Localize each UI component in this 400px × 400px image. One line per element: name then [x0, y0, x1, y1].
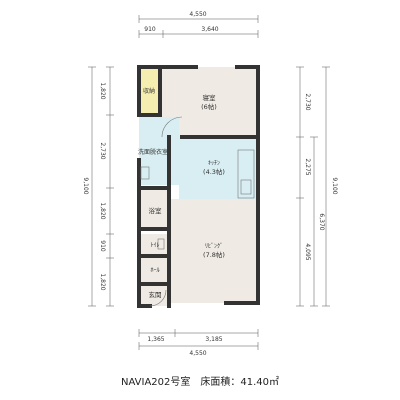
- dim-right-total: 9,100: [331, 177, 338, 194]
- dim-right-3: 4,095: [304, 243, 311, 260]
- floor-bath: [139, 188, 169, 228]
- dim-right-1: 2,730: [304, 93, 311, 110]
- dim-top-total: 4,550: [189, 11, 206, 18]
- floor-kitchen: [179, 137, 257, 199]
- room-hall-label: ﾎｰﾙ: [150, 267, 159, 274]
- dim-top-right: 3,640: [201, 26, 218, 33]
- floor-toilet: [139, 234, 169, 256]
- room-kitchen-size: (4.3帖): [203, 167, 225, 176]
- floor-storage: [139, 67, 160, 115]
- walls: [137, 65, 260, 308]
- room-living-size: (7.8帖): [203, 250, 225, 259]
- dim-left-3: 1,820: [99, 202, 106, 219]
- door-swing-entrance: [149, 289, 167, 307]
- dim-left-1: 1,820: [99, 82, 106, 99]
- floor-entrance: [139, 284, 169, 306]
- room-bedroom-label: 寝室: [203, 93, 217, 102]
- dim-bottom-total: 4,550: [189, 350, 206, 357]
- room-storage-label: 収納: [143, 87, 155, 95]
- toilet-fixture: [157, 238, 165, 250]
- outer-wall-top-right: [224, 65, 260, 305]
- room-living-label: ﾘﾋﾞﾝｸﾞ: [205, 243, 223, 250]
- room-bathroom-label: 浴室: [149, 206, 163, 215]
- dimension-lines: [88, 15, 330, 350]
- dim-bottom-left: 1,365: [147, 336, 164, 343]
- dim-bottom-right: 3,185: [205, 336, 222, 343]
- room-entrance-label: 玄関: [149, 290, 162, 299]
- dim-left-total: 9,100: [82, 177, 89, 194]
- room-bedroom-size: (6帖): [201, 102, 217, 111]
- floor-area-caption: NAVIA202号室 床面積：41.40㎡: [121, 375, 279, 388]
- dim-left-4: 910: [99, 240, 106, 252]
- floor-washroom: [139, 117, 179, 185]
- washbasin: [140, 166, 150, 180]
- floor-living: [169, 199, 257, 303]
- dim-left-5: 1,820: [99, 273, 106, 290]
- dim-ticks: [88, 15, 330, 350]
- dim-right-mid: 6,370: [318, 213, 325, 230]
- dim-top-left: 910: [144, 26, 156, 33]
- room-toilet-label: ﾄｲﾚ: [150, 242, 159, 249]
- dim-left-2: 2,730: [99, 142, 106, 159]
- dimension-labels: 4,550 910 3,640 1,365 3,185 4,550 1,820 …: [82, 11, 338, 357]
- kitchen-counter: [237, 149, 255, 199]
- dim-right-2: 2,275: [304, 158, 311, 175]
- floor-fills: [139, 67, 257, 306]
- door-swing-bedroom: [161, 116, 183, 138]
- floor-hall: [139, 256, 169, 284]
- sink: [240, 179, 252, 195]
- room-kitchen-label: ｷｯﾁﾝ: [208, 160, 220, 167]
- fixtures: [140, 116, 255, 307]
- room-washroom-label: 洗面脱衣室: [138, 148, 168, 156]
- room-labels: 収納 寝室 (6帖) 洗面脱衣室 ｷｯﾁﾝ (4.3帖) 浴室 ﾄｲﾚ ﾎｰﾙ …: [138, 87, 225, 299]
